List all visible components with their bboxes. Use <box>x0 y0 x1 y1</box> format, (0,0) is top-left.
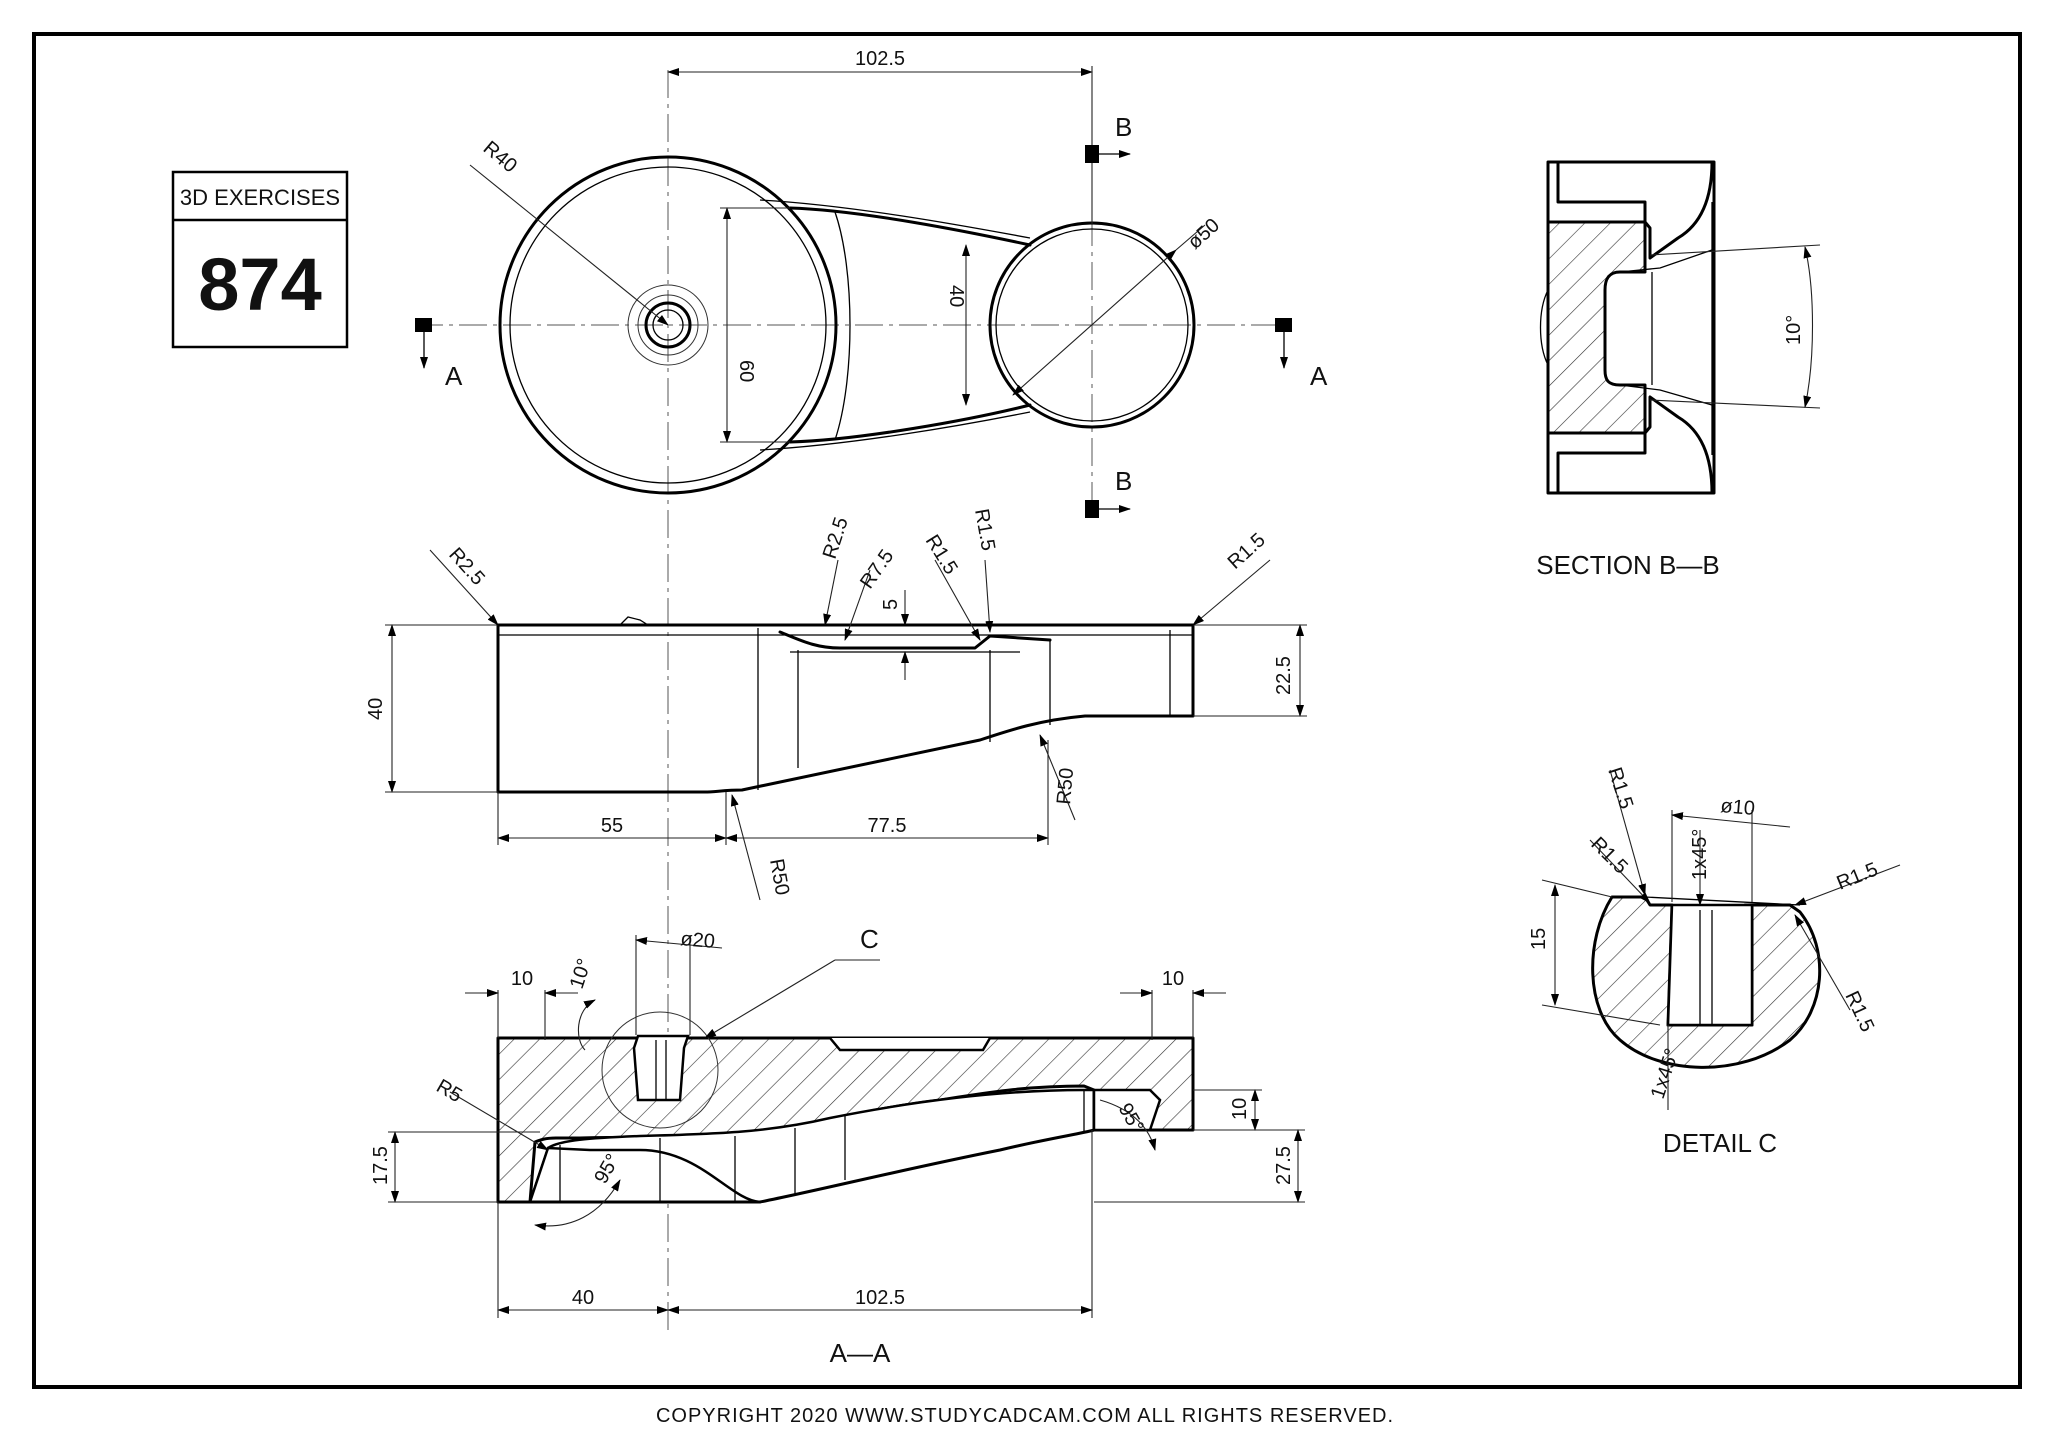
section-aa-label: A—A <box>830 1338 891 1368</box>
dim-front-r50-bottom: R50 <box>765 857 793 897</box>
exercise-number: 874 <box>198 243 321 326</box>
dim-c-dia-10: ø10 <box>1720 795 1756 820</box>
section-bb-view: 10° SECTION B—B <box>1536 160 1821 580</box>
dim-front-height-40: 40 <box>365 698 387 720</box>
dim-top-center-distance: 102.5 <box>855 48 905 70</box>
title-block: 3D EXERCISES 874 <box>171 170 349 349</box>
dim-front-len-775: 77.5 <box>868 815 907 837</box>
dim-front-r50-right: R50 <box>1053 767 1078 805</box>
detail-c-view: 15 ø10 R1.5 R1.5 R1.5 R1.5 1x45° 1x45° D… <box>1528 765 1901 1158</box>
dim-top-width-40: 40 <box>945 285 967 307</box>
title-block-header: 3D EXERCISES <box>180 185 340 210</box>
dim-c-r15-a: R1.5 <box>1603 765 1637 812</box>
dim-c-r15-c: R1.5 <box>1834 858 1881 894</box>
dim-front-r25-top: R2.5 <box>819 515 853 562</box>
dim-front-r15-right: R1.5 <box>1224 529 1270 574</box>
dim-aa-angle-10: 10° <box>566 956 596 992</box>
front-view: 40 22.5 55 77.5 R2.5 R2.5 R7.5 R1.5 R1.5… <box>365 507 1307 901</box>
dim-aa-len-1025: 102.5 <box>855 1287 905 1309</box>
section-aa-view: 10 10 10° ø20 C R5 95° 95° 17.5 10 27.5 <box>370 924 1305 1368</box>
drawing-border <box>32 32 2022 1389</box>
dim-aa-right-10: 10 <box>1162 968 1184 990</box>
dim-aa-len-40: 40 <box>572 1287 594 1309</box>
dim-c-depth-15: 15 <box>1528 928 1550 950</box>
dim-bb-angle: 10° <box>1783 315 1805 345</box>
dim-front-height-225: 22.5 <box>1273 656 1295 695</box>
dim-c-r15-b: R1.5 <box>1586 833 1631 878</box>
dim-c-chamfer-top: 1x45° <box>1689 829 1711 880</box>
dim-top-big-radius: R40 <box>479 137 521 177</box>
dim-top-width-60: 60 <box>735 360 757 382</box>
detail-c-label: DETAIL C <box>1663 1128 1777 1158</box>
cut-label-b-top: B <box>1115 112 1132 142</box>
dim-front-r75: R7.5 <box>856 546 898 593</box>
dim-aa-dia-20: ø20 <box>680 928 716 953</box>
dim-front-r25: R2.5 <box>444 544 489 590</box>
detail-c-ref: C <box>860 924 879 954</box>
dim-aa-h-175: 17.5 <box>370 1146 392 1185</box>
section-bb-label: SECTION B—B <box>1536 550 1719 580</box>
cut-label-a-right: A <box>1310 361 1328 391</box>
dim-aa-h-10: 10 <box>1229 1098 1251 1120</box>
dim-front-len-55: 55 <box>601 815 623 837</box>
copyright-notice: COPYRIGHT 2020 WWW.STUDYCADCAM.COM ALL R… <box>656 1405 1394 1427</box>
dim-aa-h-275: 27.5 <box>1273 1146 1295 1185</box>
dim-aa-left-10: 10 <box>511 968 533 990</box>
cut-label-b-bottom: B <box>1115 466 1132 496</box>
dim-front-depth-5: 5 <box>880 599 902 610</box>
cut-label-a-left: A <box>445 361 463 391</box>
dim-front-r15-b: R1.5 <box>970 507 999 552</box>
dim-front-r15-a: R1.5 <box>921 531 962 578</box>
dim-top-small-diameter: ø50 <box>1184 214 1224 253</box>
dim-c-r15-d: R1.5 <box>1840 988 1878 1036</box>
dim-aa-r5: R5 <box>433 1075 466 1107</box>
